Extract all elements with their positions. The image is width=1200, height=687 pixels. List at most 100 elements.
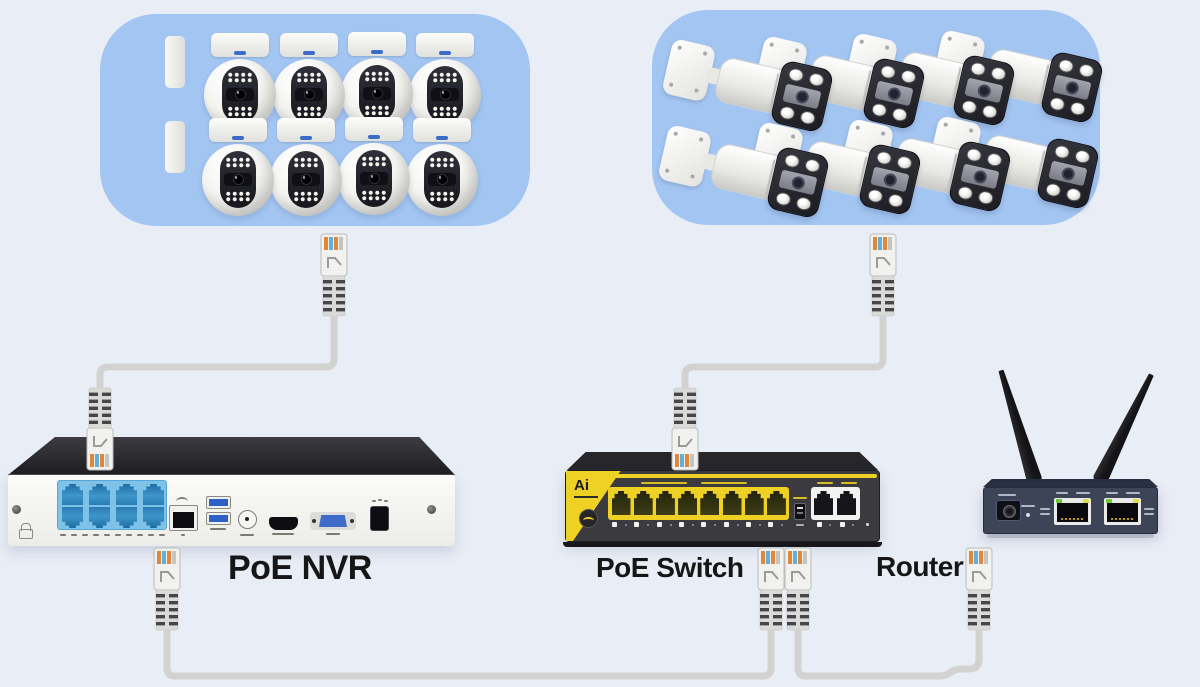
- led-array: [866, 187, 905, 209]
- camera-face: [220, 151, 256, 208]
- led-indicator: [829, 524, 831, 526]
- camera-ball: [270, 144, 342, 216]
- switch-poe-port: [766, 491, 786, 515]
- port-label-marking: [240, 534, 254, 536]
- hdmi-port: [269, 517, 298, 530]
- camera-lens: [1064, 79, 1080, 96]
- dome-camera: [334, 117, 414, 229]
- led-array: [432, 106, 458, 117]
- led-array: [1044, 181, 1083, 203]
- lens-plate: [874, 80, 914, 107]
- led-array: [225, 157, 251, 168]
- led-indicator: [701, 522, 707, 527]
- mode-switch-mark: [797, 512, 803, 514]
- led-indicator: [669, 524, 672, 526]
- led-array: [361, 190, 387, 201]
- lens-band: [224, 173, 252, 186]
- led-indicator: [758, 524, 761, 526]
- switch-poe-port: [611, 491, 631, 515]
- badge-swirl: [583, 517, 594, 524]
- camera-lens: [439, 89, 451, 100]
- camera-lens: [300, 174, 312, 185]
- poe-port-marking: [60, 534, 66, 536]
- nvr-poe-port: [116, 507, 137, 528]
- lock-icon: [21, 523, 31, 531]
- brand-mark: [234, 51, 246, 55]
- led-indicator: [634, 522, 640, 527]
- led-array: [227, 106, 253, 117]
- poe-port-marking: [104, 534, 110, 536]
- mode-switch-mark: [797, 507, 803, 509]
- router-antenna: [993, 368, 1043, 487]
- switch-poe-port: [678, 491, 698, 515]
- camera-ball: [406, 144, 478, 216]
- camera-lens: [882, 171, 898, 188]
- nvr-poe-port: [89, 507, 110, 528]
- toggle-marking: [793, 497, 807, 499]
- led-indicator: [612, 522, 617, 527]
- camera-lens: [368, 173, 380, 184]
- led-array: [432, 72, 458, 83]
- lens-band: [428, 173, 456, 186]
- switch-uplink-port: [814, 491, 833, 515]
- link-led: [1106, 499, 1112, 503]
- port-label-marking: [1144, 513, 1154, 515]
- lens-plate: [782, 83, 822, 110]
- switch-poe-port: [700, 491, 720, 515]
- vga-port-opening: [319, 515, 347, 527]
- camera-mount: [211, 33, 269, 57]
- port-label-marking: [1144, 508, 1154, 510]
- cable-bullet-to-switch: [681, 308, 887, 388]
- led-indicator: [625, 524, 627, 526]
- camera-ball: [202, 144, 274, 216]
- brand-mark: [371, 50, 383, 54]
- lens-band: [363, 87, 391, 100]
- lens-plate: [870, 166, 910, 193]
- led-indicator: [781, 524, 784, 526]
- camera-lens: [794, 88, 810, 105]
- lens-plate: [960, 163, 1000, 190]
- led-indicator: [768, 522, 774, 527]
- usb-port: [206, 512, 231, 525]
- switch-poe-port: [633, 491, 653, 515]
- rj45-connector: [320, 233, 348, 326]
- port-label-marking: [1056, 492, 1068, 494]
- dome-camera: [198, 118, 278, 230]
- camera-mount: [413, 118, 471, 142]
- vga-port: [310, 512, 356, 530]
- camera-face: [424, 151, 460, 208]
- nvr-poe-port: [89, 484, 110, 505]
- camera-lens: [972, 168, 988, 185]
- led-indicator: [736, 524, 739, 526]
- camera-lens: [976, 82, 992, 99]
- led-array: [774, 190, 813, 212]
- nvr-top-face: [8, 437, 455, 475]
- camera-mount: [277, 118, 335, 142]
- poe-port-marking: [148, 534, 154, 536]
- nvr-poe-port: [143, 484, 164, 505]
- poe-port-marking: [159, 534, 165, 536]
- led-indicator: [647, 524, 650, 526]
- lan-port-opening: [173, 512, 194, 528]
- led-indicator: [866, 523, 869, 526]
- lens-plate: [778, 169, 818, 196]
- camera-face: [356, 150, 392, 207]
- led-array: [364, 71, 390, 82]
- cable-dome-to-nvr: [96, 308, 338, 388]
- router-wan-port: [1104, 498, 1141, 525]
- led-array: [227, 72, 253, 83]
- switch-poe-port: [722, 491, 742, 515]
- camera-face: [359, 65, 395, 122]
- lens-plate: [1052, 74, 1092, 101]
- rj45-connector: [869, 233, 897, 326]
- camera-lens: [436, 174, 448, 185]
- reset-label-marking: [1021, 505, 1035, 507]
- toggle-label-marking: [796, 524, 804, 526]
- dc-marking: [372, 500, 376, 502]
- dc-marking: [384, 500, 388, 502]
- port-label-marking: [326, 533, 340, 535]
- switch-top-face: [567, 452, 878, 470]
- lens-band: [292, 173, 320, 186]
- camera-face: [291, 66, 327, 123]
- lens-plate: [1048, 160, 1088, 187]
